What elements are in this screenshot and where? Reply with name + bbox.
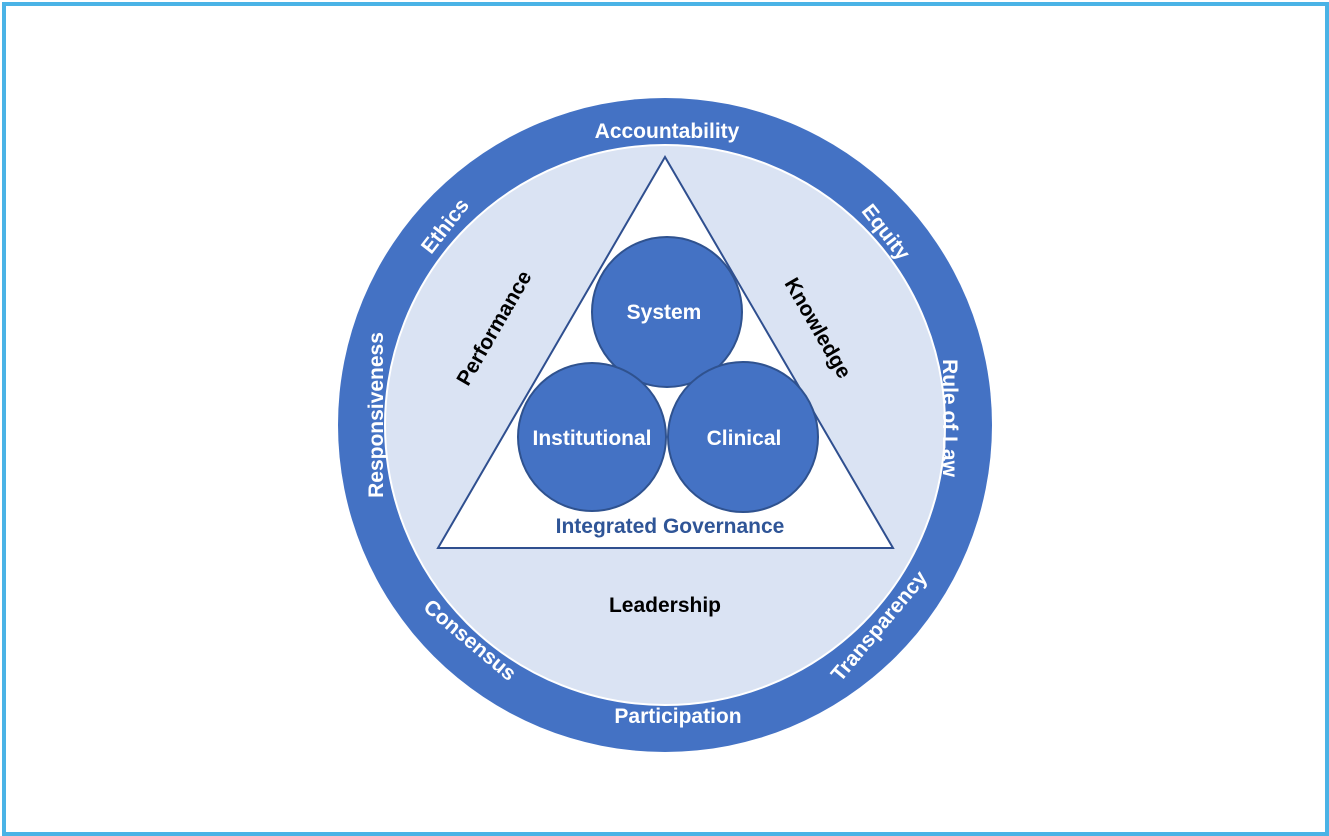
label-leadership: Leadership xyxy=(609,594,721,617)
circle-institutional xyxy=(517,362,667,512)
label-participation: Participation xyxy=(614,705,741,728)
label-responsiveness: Responsiveness xyxy=(365,332,388,498)
label-system: System xyxy=(627,301,702,324)
circle-system xyxy=(591,236,743,388)
label-institutional: Institutional xyxy=(533,427,652,450)
circle-clinical xyxy=(667,361,819,513)
label-rule-of-law: Rule of Law xyxy=(938,359,961,478)
label-accountability: Accountability xyxy=(595,120,740,143)
label-clinical: Clinical xyxy=(707,427,782,450)
label-integrated-governance: Integrated Governance xyxy=(556,515,785,538)
